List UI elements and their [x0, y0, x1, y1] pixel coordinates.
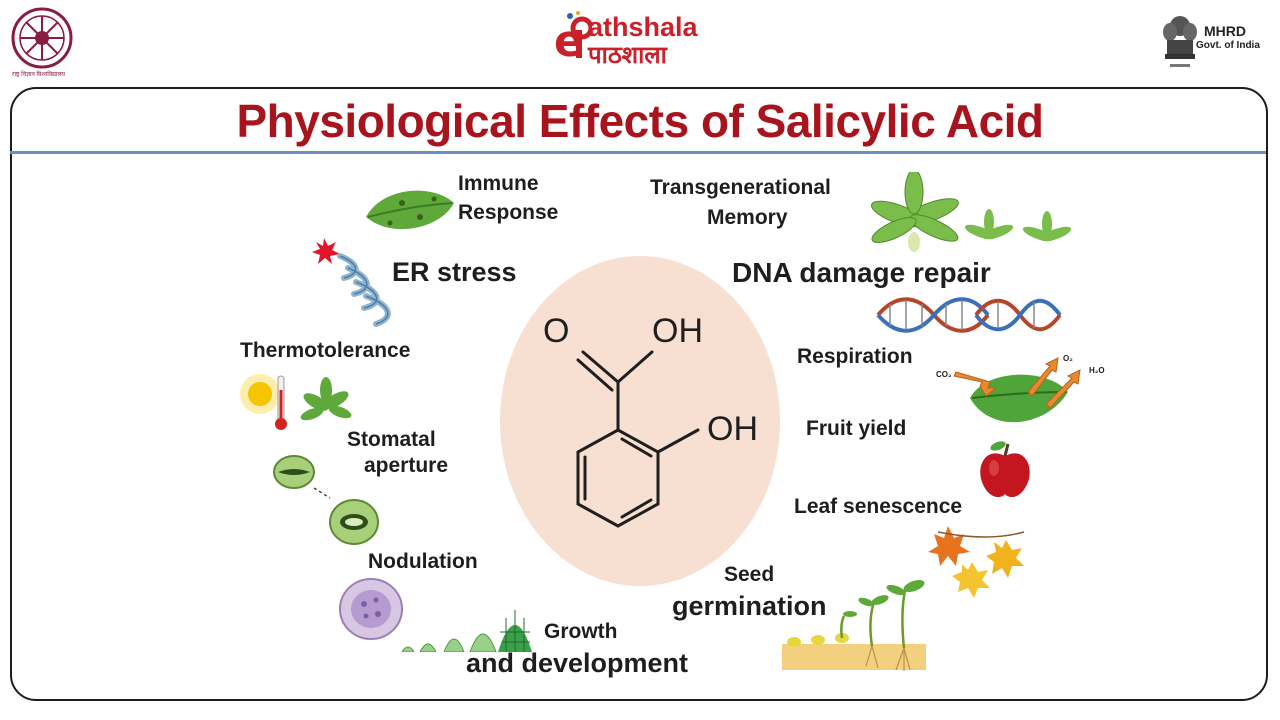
effect-stomatal-line2: aperture [364, 454, 449, 477]
ministry-label: MHRD [1204, 23, 1246, 39]
hydroxyl-oh-label: OH [707, 410, 758, 448]
molecule-backdrop [500, 256, 780, 586]
ministry-sub-label: Govt. of India [1196, 40, 1260, 51]
sun-thermometer-illustration [236, 370, 376, 434]
effect-nodulation: Nodulation [368, 550, 478, 573]
salicylic-acid-structure [498, 254, 782, 588]
apple-illustration [974, 440, 1036, 502]
h2o-label: H₂O [1089, 366, 1105, 375]
effect-dna-repair: DNA damage repair [732, 257, 991, 288]
national-emblem [1162, 12, 1198, 74]
effect-er-stress: ER stress [392, 257, 517, 287]
co2-label: CO₂ [936, 370, 952, 379]
acid-oh-label: OH [652, 312, 703, 350]
effect-seed-line2: germination [672, 591, 827, 621]
effect-leaf-senescence: Leaf senescence [794, 495, 963, 518]
embryo-growth-illustration [398, 598, 538, 653]
effect-immune-line2: Response [458, 201, 559, 224]
title-rule [10, 151, 1266, 154]
epathshala-english: athshala [588, 12, 698, 42]
diseased-leaf-illustration [362, 183, 458, 239]
epathshala-hindi: पाठशाला [588, 42, 667, 69]
effect-fruit-yield: Fruit yield [806, 417, 907, 440]
stomata-illustration [270, 448, 386, 548]
leaf-gas-exchange-illustration [936, 352, 1104, 438]
slide-title: Physiological Effects of Salicylic Acid [236, 95, 1044, 147]
university-caption: राष्ट्र विज्ञान विश्वविद्यालय [12, 72, 66, 78]
er-stress-illustration [310, 234, 410, 330]
effect-transgen-line2: Memory [707, 206, 788, 229]
germinating-seeds-illustration [780, 576, 928, 672]
effect-growth-line2: and development [466, 648, 689, 678]
o2-label: O₂ [1063, 354, 1073, 363]
carbonyl-oxygen-label: O [543, 312, 570, 350]
effect-transgen-line1: Transgenerational [650, 176, 831, 199]
nodule-cell-illustration [336, 576, 406, 642]
effect-respiration: Respiration [797, 345, 913, 368]
epathshala-logo-mark: e [552, 8, 594, 68]
effect-growth-line1: Growth [544, 620, 618, 643]
rosette-plants-illustration [868, 169, 1082, 254]
effect-seed-line1: Seed [724, 563, 775, 586]
university-logo [10, 6, 74, 70]
effect-stomatal-line1: Stomatal [347, 428, 436, 451]
dna-helix-illustration [876, 294, 1062, 336]
effect-immune-line1: Immune [458, 172, 539, 195]
autumn-leaves-illustration [928, 522, 1028, 598]
effect-thermotolerance: Thermotolerance [240, 339, 411, 362]
